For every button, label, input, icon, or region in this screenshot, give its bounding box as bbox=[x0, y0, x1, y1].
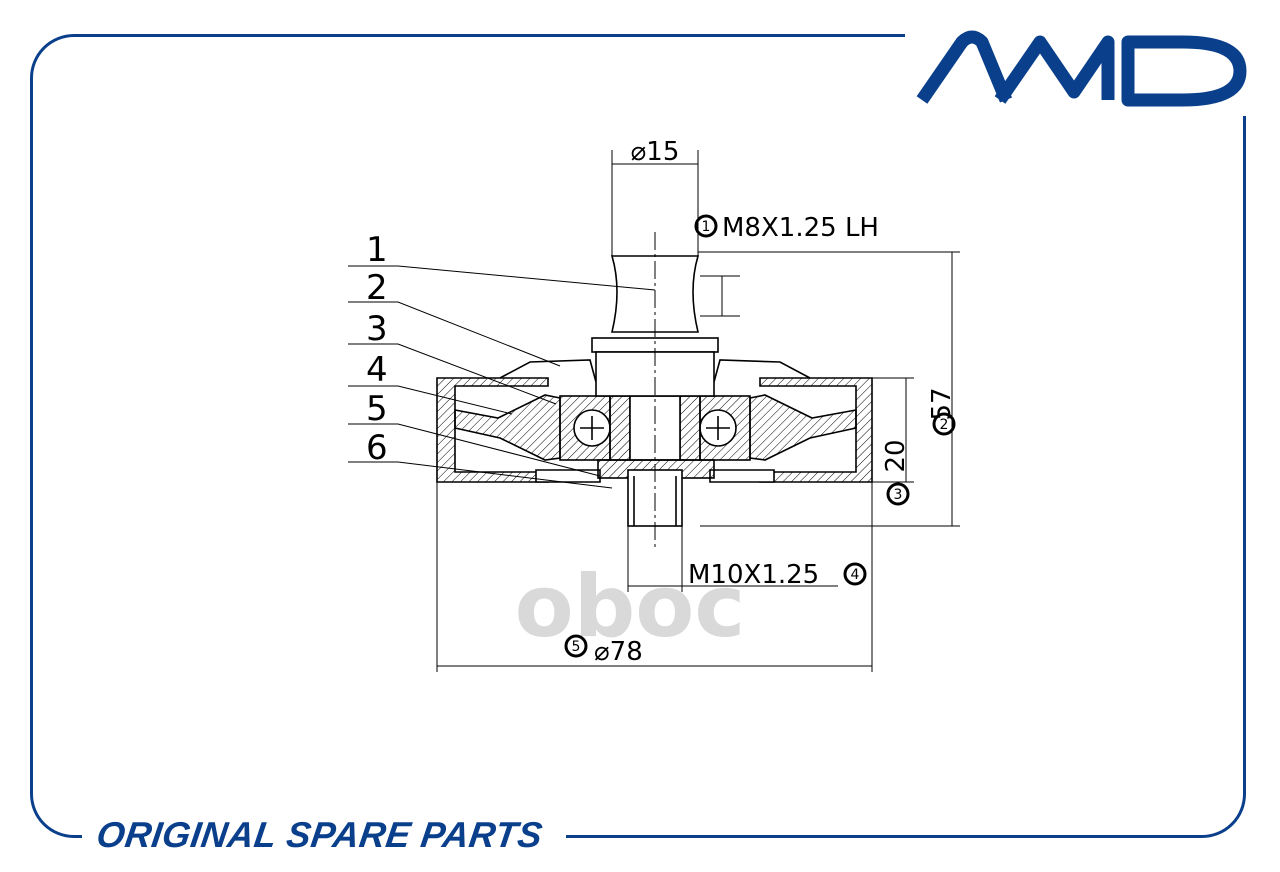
part-label-6: 6 bbox=[366, 428, 388, 468]
marker-3-circle bbox=[886, 482, 910, 506]
outer-diameter-label: ⌀78 bbox=[594, 637, 643, 667]
marker-5-number: 5 bbox=[572, 639, 581, 655]
thread-top-label: M8X1.25 LH bbox=[722, 213, 879, 243]
dimension-lines bbox=[436, 150, 960, 672]
marker-1-circle bbox=[694, 214, 718, 238]
dimension-text: ⌀15 1 M8X1.25 LH 57 2 20 3 M10X1.25 4 5 … bbox=[564, 137, 957, 667]
part-label-5: 5 bbox=[366, 389, 388, 429]
part-label-3: 3 bbox=[366, 309, 388, 349]
marker-4-circle bbox=[843, 562, 867, 586]
marker-1-number: 1 bbox=[702, 219, 711, 235]
footer-background bbox=[82, 814, 566, 862]
part-label-2: 2 bbox=[366, 268, 388, 308]
pulley-cross-section bbox=[436, 232, 873, 550]
logo-text: AMD bbox=[1100, 118, 1103, 121]
shaft-diameter-label: ⌀15 bbox=[631, 137, 680, 167]
marker-2-number: 2 bbox=[940, 417, 949, 433]
part-leaders bbox=[348, 265, 656, 489]
thread-bottom-label: M10X1.25 bbox=[688, 560, 819, 590]
marker-5-circle bbox=[564, 634, 588, 658]
part-label-4: 4 bbox=[366, 350, 388, 390]
part-numbers: 1 2 3 4 5 6 bbox=[366, 230, 388, 468]
page-frame bbox=[30, 34, 1246, 838]
width-label: 20 bbox=[881, 439, 911, 472]
marker-3-number: 3 bbox=[894, 487, 903, 503]
amd-logo bbox=[916, 30, 1247, 107]
part-label-1: 1 bbox=[366, 230, 388, 270]
marker-2-circle bbox=[932, 412, 956, 436]
watermark-text: oboc bbox=[515, 557, 746, 657]
marker-4-number: 4 bbox=[851, 567, 860, 583]
